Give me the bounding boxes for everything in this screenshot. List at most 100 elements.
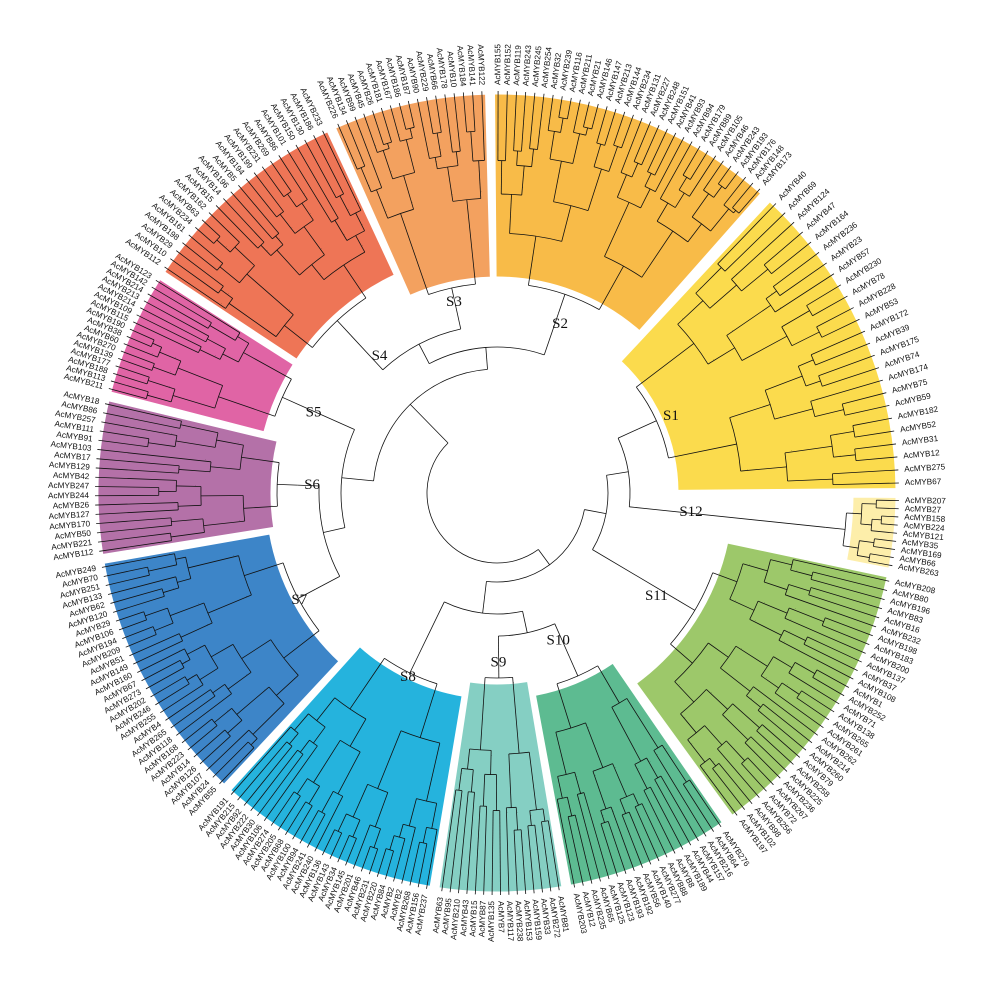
branch-edge [180, 622, 213, 638]
branch-edge [218, 396, 276, 417]
bootstrap-mark: · [246, 594, 247, 598]
branch-edge [585, 127, 589, 136]
branch-edge [638, 420, 657, 430]
branch-edge [699, 765, 738, 816]
branch-edge [803, 643, 858, 672]
branch-edge [633, 121, 652, 162]
branch-edge [509, 194, 512, 234]
branch-edge [805, 380, 821, 387]
branch-edge [313, 135, 344, 195]
branch-edge [462, 92, 468, 133]
branch-edge [377, 730, 402, 789]
branch-edge [687, 739, 706, 763]
branch-edge [783, 629, 806, 641]
bootstrap-mark: · [175, 356, 176, 360]
branch-edge [842, 392, 887, 405]
branch-edge [860, 523, 872, 526]
branch-edge [790, 569, 813, 577]
branch-edge [763, 581, 788, 591]
bootstrap-mark: · [491, 753, 492, 757]
branch-edge [219, 266, 240, 284]
branch-edge [557, 776, 563, 799]
sector-s2 [492, 91, 764, 334]
bootstrap-mark: · [185, 659, 186, 663]
branch-edge [600, 810, 605, 823]
bootstrap-mark: · [227, 709, 228, 713]
branch-edge [199, 349, 221, 360]
leaf-label: AcMYB52 [899, 420, 937, 435]
branch-edge [250, 738, 258, 746]
branch-edge [560, 118, 564, 133]
bootstrap-mark: · [169, 552, 170, 556]
bootstrap-mark: · [704, 767, 705, 771]
branch-edge [760, 675, 779, 689]
group-label-s4: S4 [372, 348, 388, 364]
branch-edge [336, 320, 352, 336]
branch-edge [808, 594, 880, 619]
branch-edge [147, 394, 172, 403]
branch-edge [793, 559, 890, 582]
branch-edge [806, 284, 842, 306]
bootstrap-mark: · [294, 735, 295, 739]
branch-edge [677, 300, 704, 325]
bootstrap-mark: · [713, 358, 714, 362]
bootstrap-mark: · [221, 302, 222, 306]
branch-edge [96, 525, 172, 534]
leaf-label: AcMYB26 [53, 500, 90, 510]
branch-edge [742, 563, 768, 572]
branch-edge [881, 523, 898, 526]
branch-edge [763, 231, 803, 266]
bootstrap-mark: · [764, 600, 765, 604]
leaf-label: AcMYB238 [513, 900, 524, 942]
branch-edge [186, 674, 197, 681]
leaf-label: AcMYB15 [468, 900, 479, 937]
branch-edge [441, 789, 457, 892]
bootstrap-mark: · [641, 380, 642, 384]
bootstrap-mark: · [200, 645, 201, 649]
branch-edge [620, 117, 643, 173]
bootstrap-mark: · [238, 441, 239, 445]
branch-edge [277, 795, 301, 831]
bootstrap-mark: · [529, 276, 530, 280]
bootstrap-mark: · [305, 715, 306, 719]
branch-edge [660, 775, 699, 842]
bootstrap-mark: · [691, 234, 692, 238]
branch-edge [389, 835, 395, 850]
branch-edge [531, 149, 534, 167]
branch-edge [798, 359, 814, 367]
branch-edge [294, 713, 309, 731]
branch-edge [607, 821, 627, 874]
branch-edge [418, 343, 430, 364]
branch-edge [216, 439, 244, 446]
branch-edge [323, 527, 345, 533]
branch-edge [372, 110, 384, 145]
branch-edge [113, 372, 148, 385]
group-label-s2: S2 [552, 316, 568, 332]
bootstrap-mark: · [253, 740, 254, 744]
branch-edge [722, 714, 749, 741]
branch-edge [303, 226, 325, 256]
group-label-s5: S5 [306, 405, 322, 421]
bootstrap-mark: · [294, 676, 295, 680]
bootstrap-mark: · [198, 602, 199, 606]
branch-edge [298, 588, 317, 599]
branch-edge [873, 546, 896, 550]
leaf-label: AcMYB153 [522, 900, 534, 942]
bootstrap-mark: · [791, 449, 792, 453]
branch-edge [382, 150, 394, 180]
branch-edge [466, 199, 476, 285]
branch-edge [654, 779, 692, 846]
bootstrap-mark: · [780, 415, 781, 419]
branch-edge [534, 825, 543, 893]
branch-edge [749, 619, 782, 636]
bootstrap-mark: · [425, 830, 426, 834]
branch-edge [738, 188, 761, 214]
branch-edge [283, 630, 320, 659]
leaf-label: AcMYB245 [531, 45, 544, 87]
branch-edge [177, 367, 223, 386]
branch-edge [815, 342, 871, 366]
branch-edge [334, 220, 348, 241]
branch-edge [529, 810, 532, 826]
bootstrap-mark: · [269, 411, 270, 415]
branch-edge [659, 141, 693, 199]
